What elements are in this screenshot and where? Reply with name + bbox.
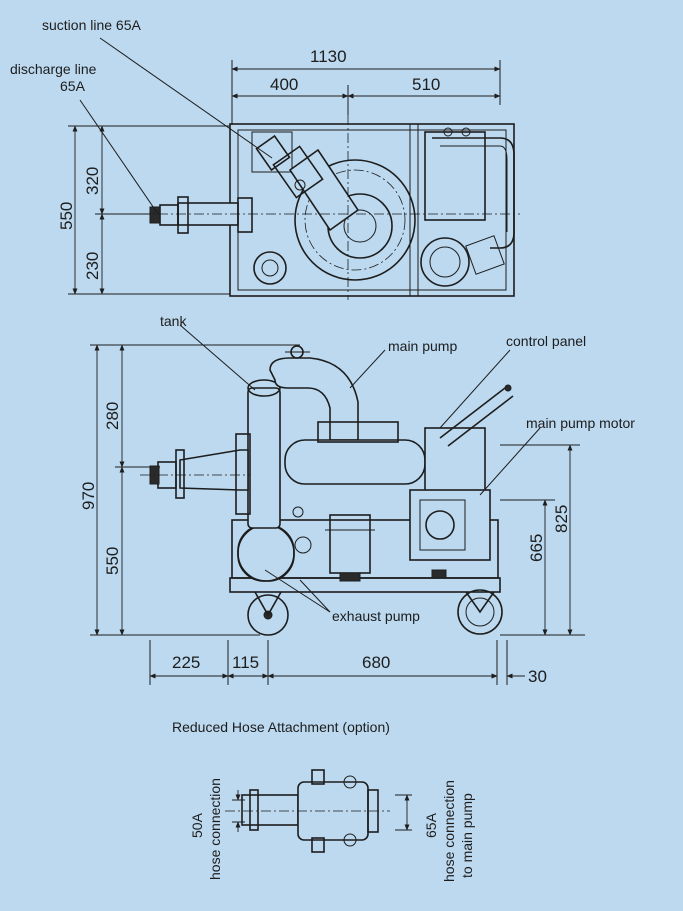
label-50a-hose: hose connection: [207, 778, 223, 880]
label-suction-line: suction line 65A: [42, 17, 142, 33]
frame-top: [229, 123, 515, 297]
wheel-left: [247, 594, 289, 636]
dim-1130: 1130: [310, 47, 347, 66]
label-50a: 50A: [189, 812, 205, 838]
label-65a-main-pump: to main pump: [459, 793, 475, 878]
dim-680: 680: [362, 653, 390, 672]
dim-510: 510: [412, 75, 440, 94]
label-tank: tank: [160, 313, 187, 329]
hose-attachment-drawing: [225, 769, 412, 853]
dim-550-side: 550: [103, 547, 122, 575]
dim-230: 230: [83, 252, 102, 280]
dim-115: 115: [232, 653, 259, 672]
label-discharge-line: discharge line: [10, 61, 97, 77]
wheel-right: [457, 589, 503, 635]
dim-970: 970: [79, 482, 98, 510]
dim-825: 825: [552, 505, 571, 533]
main-pump-top: [294, 159, 416, 281]
label-main-pump-motor: main pump motor: [526, 415, 635, 431]
side-view: 970 280 550 825 665 225 115 680 30: [79, 324, 585, 686]
tank: [247, 387, 281, 529]
hose-attachment-title: Reduced Hose Attachment (option): [172, 719, 390, 735]
main-pump-housing: [284, 439, 426, 485]
dim-320: 320: [83, 167, 102, 195]
top-view: 1130 400 510 550 320 230: [57, 37, 520, 300]
dim-225: 225: [172, 653, 200, 672]
main-pump-motor: [409, 489, 491, 561]
label-exhaust-pump: exhaust pump: [332, 608, 420, 624]
dim-665: 665: [527, 534, 546, 562]
dim-280: 280: [103, 402, 122, 430]
label-control-panel: control panel: [506, 333, 586, 349]
dim-30: 30: [528, 667, 547, 686]
dim-550-top: 550: [57, 202, 76, 230]
label-discharge-size: 65A: [60, 78, 86, 94]
label-65a-hose: hose connection: [441, 780, 457, 882]
label-65a: 65A: [423, 812, 439, 838]
label-main-pump: main pump: [388, 338, 457, 354]
dim-400: 400: [270, 75, 298, 94]
